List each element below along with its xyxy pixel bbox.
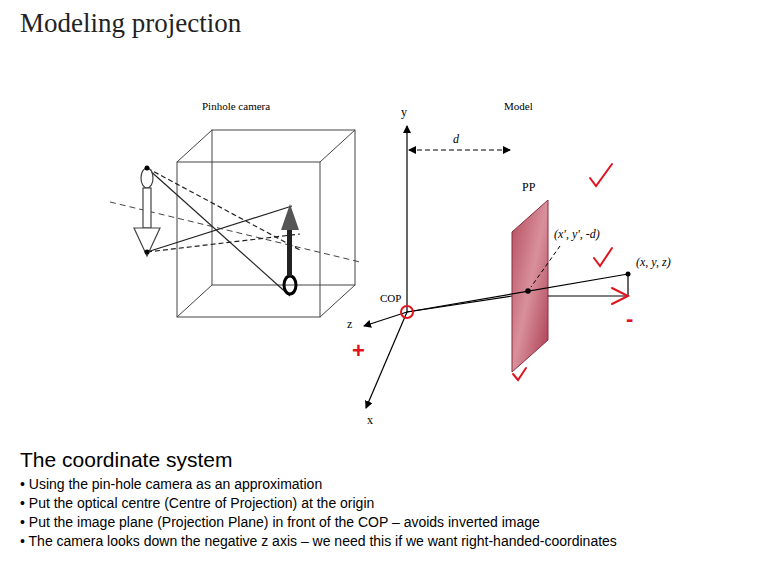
point-label: (x', y', -d) (554, 228, 600, 242)
image-arrow (281, 204, 299, 294)
axes (364, 126, 512, 408)
point-drop-line (627, 274, 628, 296)
bullet-text: • The camera looks down the negative z a… (20, 533, 617, 549)
annotation-sign: + (352, 338, 365, 363)
plane-label: PP (522, 181, 535, 195)
distance-label: d (453, 133, 459, 147)
figure-caption: Pinhole camera (202, 100, 270, 113)
projection-ray (407, 274, 628, 312)
bullet-text: • Put the image plane (Projection Plane)… (20, 514, 540, 530)
axis-label: z (347, 318, 352, 332)
axis-label: y (401, 106, 407, 120)
slide-title: Modeling projection (20, 8, 241, 39)
projection-plane (512, 200, 548, 372)
section-heading: The coordinate system (20, 448, 232, 472)
object-arrow (134, 168, 160, 256)
bullet-text: • Put the optical centre (Centre of Proj… (20, 495, 374, 511)
distance-dimension (409, 150, 510, 151)
leader-line (531, 246, 560, 287)
light-rays (147, 168, 300, 296)
figure-caption: Model (504, 100, 533, 113)
bullet-text: • Using the pin-hole camera as an approx… (20, 476, 322, 492)
red-annotations (401, 164, 628, 380)
point-label: (x, y, z) (636, 256, 671, 270)
axis-label: x (367, 414, 373, 428)
annotation-sign: - (626, 306, 633, 331)
pinhole-box (177, 130, 355, 317)
origin-label: COP (380, 292, 401, 305)
negative-z-axis (548, 295, 628, 296)
